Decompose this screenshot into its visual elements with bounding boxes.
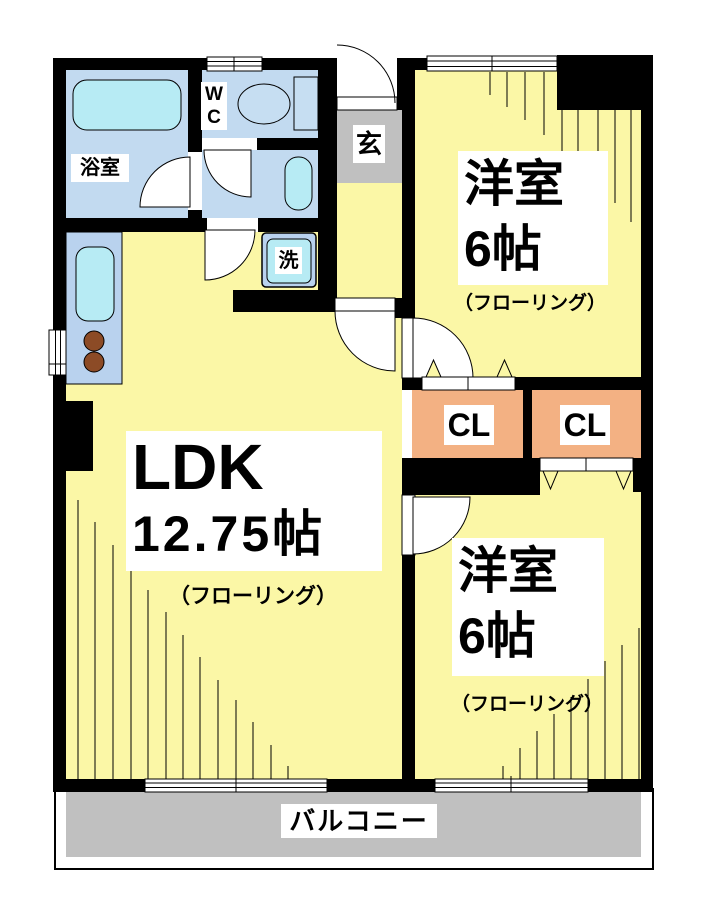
hall-corridor	[337, 183, 402, 298]
bathroom-label: 浴室	[71, 154, 129, 182]
kitchen-sink	[75, 246, 115, 322]
ldk-floor-note: （フローリング）	[169, 585, 337, 608]
closet-right-label: CL	[560, 405, 610, 445]
bedroom-bottom-floor-note: （フローリング）	[450, 694, 603, 715]
window-wc-top	[206, 56, 263, 72]
toilet-bowl	[237, 83, 291, 125]
wc-door-swing	[203, 149, 252, 198]
windows	[48, 55, 589, 793]
toilet-tank	[293, 76, 319, 131]
front-door-leaf	[336, 96, 398, 111]
window-kitchen-left	[48, 329, 68, 376]
closet-left-door-arrow	[425, 358, 442, 378]
bedroom-top-label: 洋室 6帖	[458, 151, 608, 285]
stove-burner	[83, 330, 105, 352]
front-door-swing	[336, 44, 396, 104]
corner-pillar-top-right	[557, 55, 653, 110]
bedroom-top-door-swing	[412, 317, 474, 379]
closet-right-door-arrow	[542, 470, 559, 491]
closet-left-door-arrow	[496, 358, 513, 378]
closet-left-label: CL	[444, 405, 494, 445]
bedroom-bottom-label: 洋室 6帖	[452, 538, 604, 676]
washbasin-sink	[284, 156, 313, 211]
bathtub	[72, 79, 182, 131]
window-bedroom-top	[426, 55, 558, 72]
balcony	[54, 788, 654, 870]
entrance-label: 玄	[353, 125, 385, 163]
doors	[139, 44, 474, 556]
bedroom-bottom-door-swing	[412, 496, 471, 555]
window-bedroom-bottom-balcony	[434, 776, 589, 793]
closet-folding-doors	[421, 358, 634, 491]
ldk-door-opening	[334, 297, 396, 312]
closet-right-door-arrow	[615, 470, 632, 491]
laundry-label: 洗	[275, 247, 302, 274]
ldk-label: LDK 12.75帖	[126, 431, 382, 571]
stove-burner	[83, 351, 105, 373]
ldk-pillar	[58, 401, 93, 471]
ldk-door-swing	[334, 310, 396, 372]
washroom-door-swing	[204, 229, 256, 281]
bathroom-door-swing	[139, 156, 191, 208]
bedroom-top-floor-note: （フローリング）	[453, 293, 606, 314]
wc-label: W C	[201, 82, 227, 130]
balcony-label: バルコニー	[281, 804, 437, 838]
walls	[53, 55, 653, 792]
